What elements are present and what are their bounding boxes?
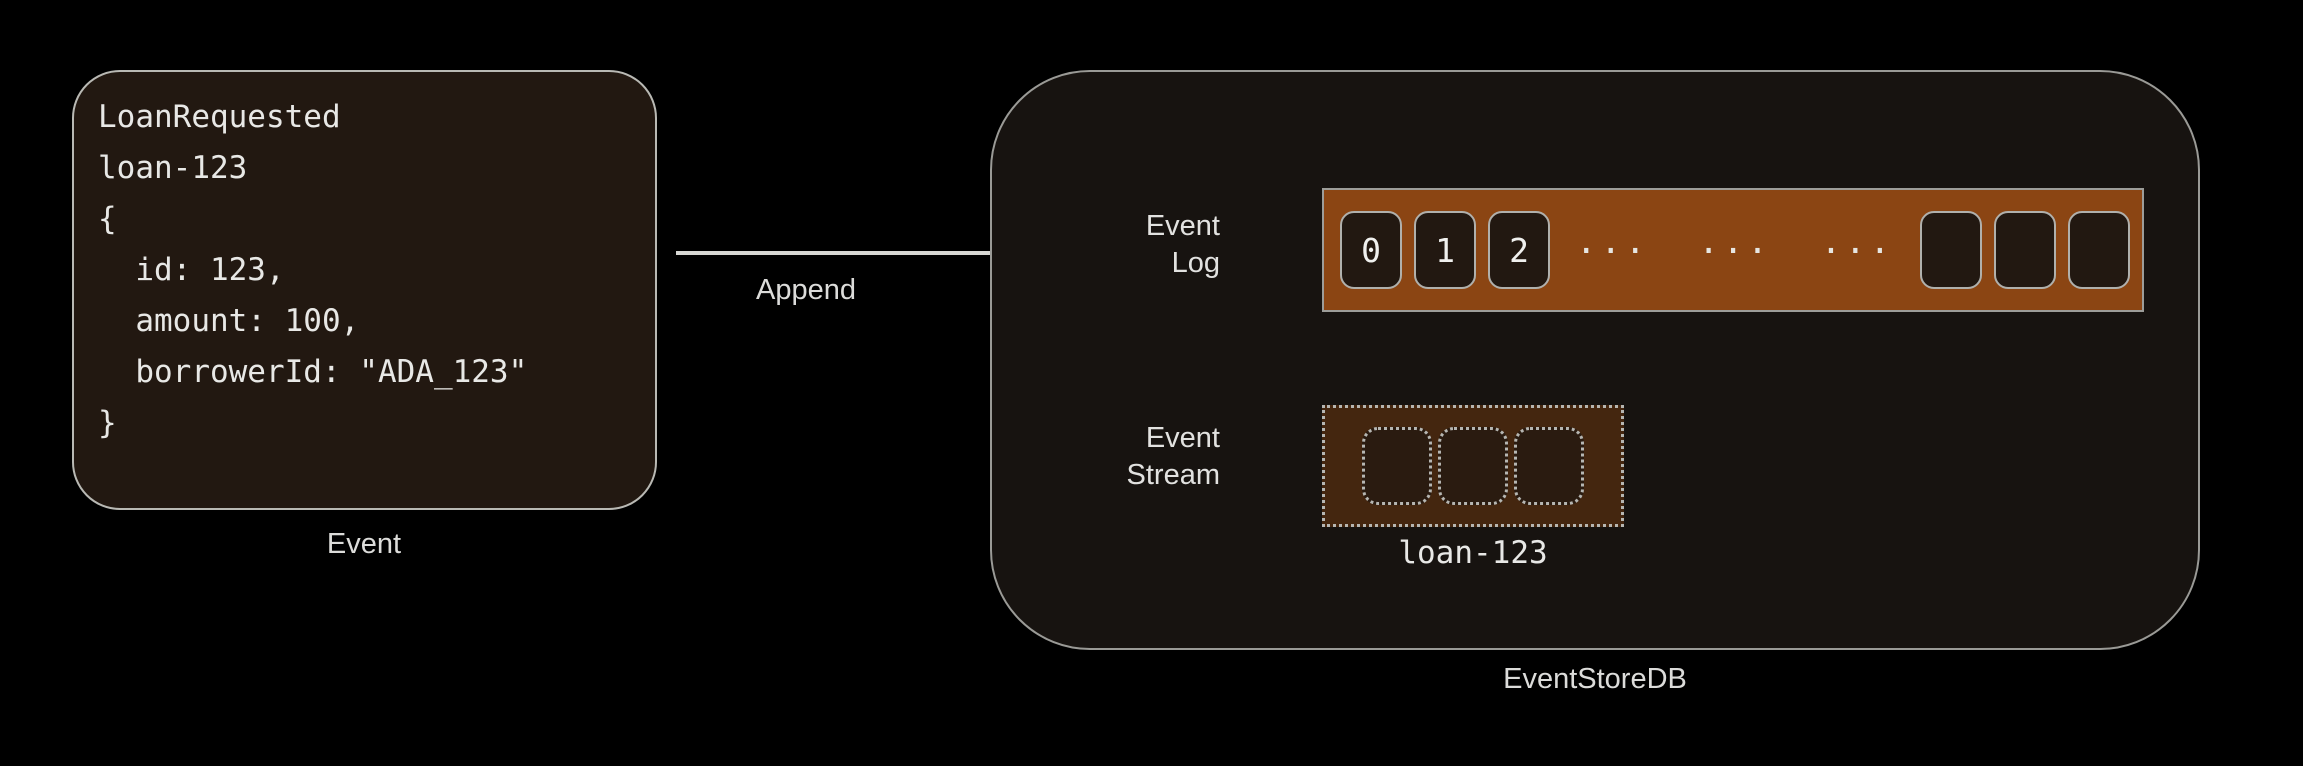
event-log-empty-cell[interactable] [2068, 211, 2130, 289]
eventstoredb-container [990, 70, 2200, 650]
event-stream-empty-cell[interactable] [1438, 427, 1508, 505]
event-log-empty-cell[interactable] [1994, 211, 2056, 289]
event-stream-name: loan-123 [1398, 535, 1548, 571]
event-log-bar: 0 1 2 ... ... ... [1322, 188, 2144, 312]
event-stream-empty-cell[interactable] [1362, 427, 1432, 505]
event-log-cell[interactable]: 0 [1340, 211, 1402, 289]
event-stream-empty-cell[interactable] [1514, 427, 1584, 505]
event-log-label: Event Log [1145, 210, 1220, 279]
append-label: Append [756, 274, 856, 306]
event-card-caption: Event [326, 528, 402, 560]
eventstoredb-caption: EventStoreDB [1503, 663, 1687, 695]
event-stream-bar [1322, 405, 1624, 527]
event-log-cell[interactable]: 2 [1488, 211, 1550, 289]
event-card-code: LoanRequested loan-123 { id: 123, amount… [98, 99, 528, 441]
event-log-empty-cell[interactable] [1920, 211, 1982, 289]
event-log-ellipsis: ... ... ... [1576, 222, 1895, 262]
event-stream-label: Event Stream [1126, 422, 1220, 491]
event-log-cell[interactable]: 1 [1414, 211, 1476, 289]
event-card: LoanRequested loan-123 { id: 123, amount… [72, 70, 657, 510]
